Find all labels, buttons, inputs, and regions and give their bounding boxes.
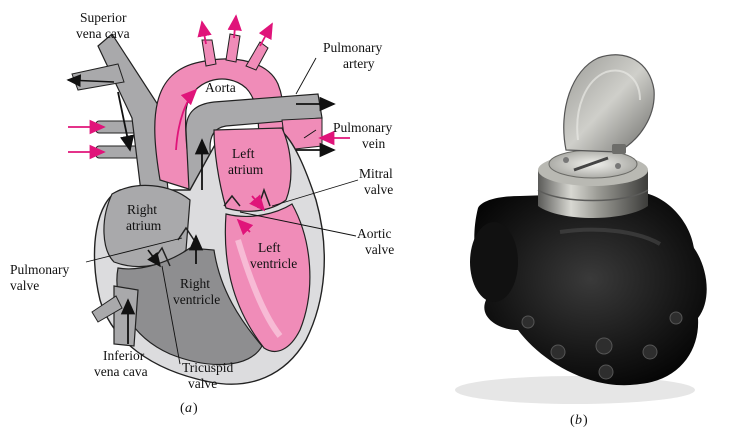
label-pulmonary-valve: Pulmonary valve xyxy=(10,262,73,293)
caption-b-letter: b xyxy=(575,413,582,428)
svg-text:): ) xyxy=(193,401,198,416)
label-aorta: Aorta xyxy=(205,80,236,95)
label-superior-vena-cava: Superior vena cava xyxy=(76,10,130,41)
caption-a-letter: a xyxy=(185,401,192,416)
caption-a: ( a ) xyxy=(180,401,198,416)
label-mitral-valve: Mitral valve xyxy=(359,166,396,197)
label-aortic-valve: Aortic valve xyxy=(357,226,395,257)
heart-diagram xyxy=(68,16,358,384)
label-right-atrium: Right atrium xyxy=(126,202,162,233)
label-right-ventricle: Right ventricle xyxy=(173,276,220,307)
svg-text:): ) xyxy=(583,413,588,428)
label-inferior-vena-cava: Inferior vena cava xyxy=(94,348,148,379)
caption-b: ( b ) xyxy=(570,413,588,428)
inferior-vena-cava-vessel xyxy=(114,286,138,346)
water-meter-photo xyxy=(455,55,707,404)
label-pulmonary-vein: Pulmonary vein xyxy=(333,120,396,151)
label-pulmonary-artery: Pulmonary artery xyxy=(323,40,386,71)
